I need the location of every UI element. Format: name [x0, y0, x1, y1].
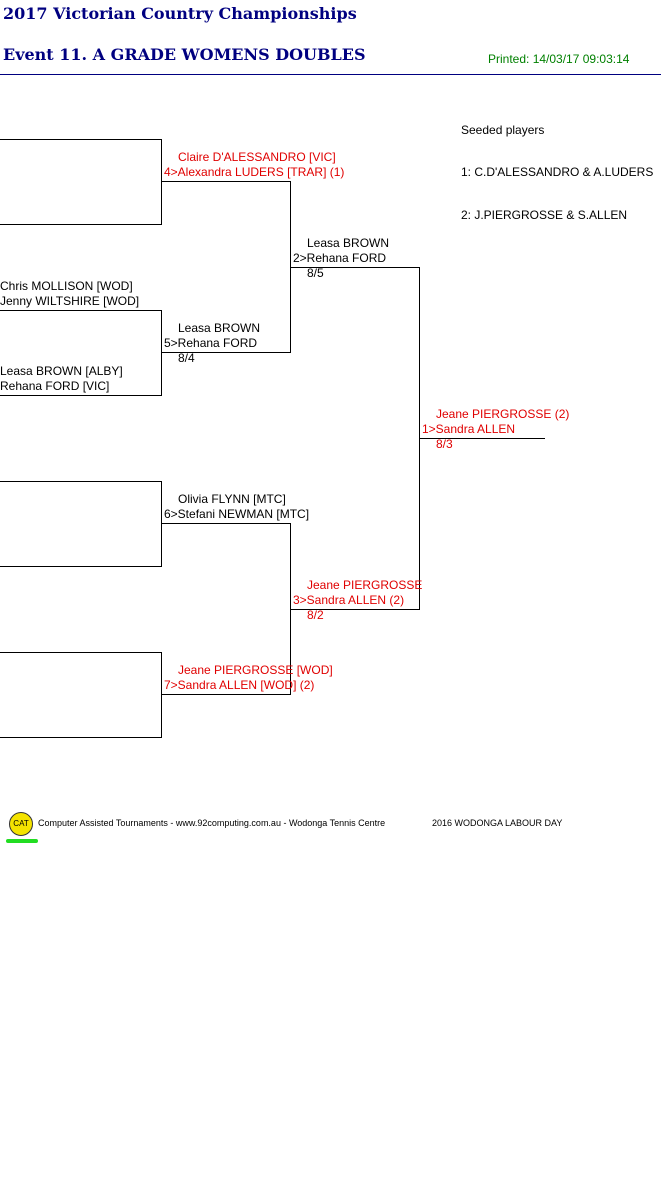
- r2-team-name: Claire D'ALESSANDRO [VIC]: [178, 150, 336, 164]
- semi-team-name: 3>Sandra ALLEN (2): [293, 593, 405, 607]
- r1-team-name: Chris MOLLISON [WOD]: [0, 279, 133, 293]
- r1-team-name: Leasa BROWN [ALBY]: [0, 364, 123, 378]
- event-title: Event 11. A GRADE WOMENS DOUBLES: [3, 45, 366, 64]
- r2-team-name: Leasa BROWN: [178, 321, 261, 335]
- tournament-title: 2017 Victorian Country Championships: [3, 4, 357, 23]
- final-score: 8/3: [436, 437, 453, 451]
- logo-underline: [6, 839, 38, 843]
- r2-team-name: Jeane PIERGROSSE [WOD]: [178, 663, 333, 677]
- r1-team-name: Rehana FORD [VIC]: [0, 379, 110, 393]
- r1-team-name: Jenny WILTSHIRE [WOD]: [0, 294, 140, 308]
- r2-team-name: 6>Stefani NEWMAN [MTC]: [164, 507, 310, 521]
- semi-team-name: Leasa BROWN: [307, 236, 390, 250]
- final-team-name: Jeane PIERGROSSE (2): [436, 407, 570, 421]
- seeded-heading: Seeded players: [461, 123, 545, 137]
- header-divider: [0, 74, 661, 75]
- seed-entry-1: 1: C.D'ALESSANDRO & A.LUDERS: [461, 165, 654, 179]
- semi-score: 8/2: [307, 608, 324, 622]
- r2-team-name: 4>Alexandra LUDERS [TRAR] (1): [164, 165, 345, 179]
- footer: CAT Computer Assisted Tournaments - www.…: [0, 812, 661, 852]
- printed-timestamp: Printed: 14/03/17 09:03:14: [488, 52, 630, 66]
- semi-score: 8/5: [307, 266, 324, 280]
- semi-team-name: 2>Rehana FORD: [293, 251, 387, 265]
- semi-team-name: Jeane PIERGROSSE: [307, 578, 423, 592]
- r2-score: 8/4: [178, 351, 195, 365]
- final-line: [420, 438, 545, 439]
- r2-team-name: Olivia FLYNN [MTC]: [178, 492, 286, 506]
- r2-team-name: 7>Sandra ALLEN [WOD] (2): [164, 678, 315, 692]
- footer-credit: Computer Assisted Tournaments - www.92co…: [38, 818, 386, 828]
- cat-logo-icon: CAT: [9, 812, 33, 836]
- r2-team-name: 5>Rehana FORD: [164, 336, 258, 350]
- footer-tournament: 2016 WODONGA LABOUR DAY: [432, 818, 563, 828]
- seed-entry-2: 2: J.PIERGROSSE & S.ALLEN: [461, 208, 628, 222]
- final-team-name: 1>Sandra ALLEN: [422, 422, 516, 436]
